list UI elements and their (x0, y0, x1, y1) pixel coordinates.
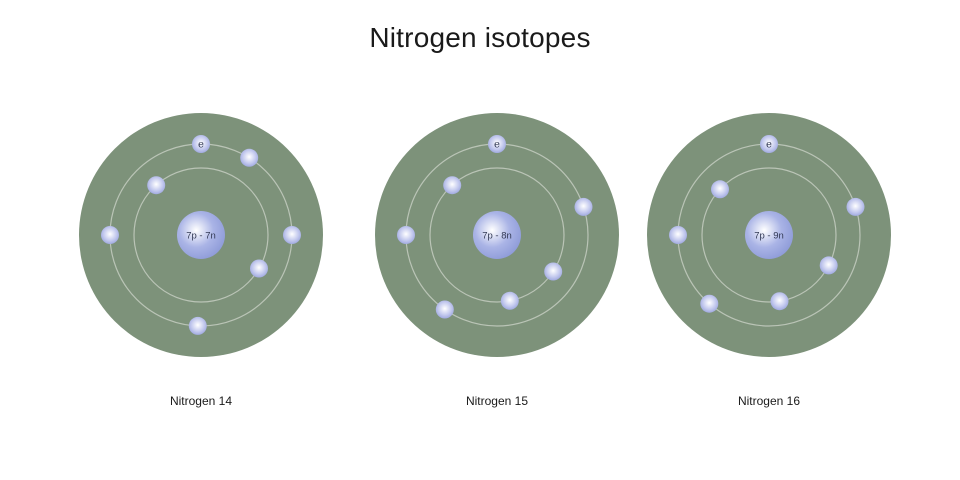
electron (819, 256, 838, 275)
electron (101, 226, 119, 244)
electron (488, 135, 506, 153)
electron (760, 135, 778, 153)
inner-orbit (133, 167, 269, 303)
electron (240, 148, 259, 167)
electron (188, 316, 207, 335)
atom-diagram: 7p - 9n e (647, 113, 891, 357)
nucleus (177, 211, 225, 259)
electron (147, 176, 166, 195)
electron (435, 300, 454, 319)
isotope-name: Nitrogen 16 (737, 394, 801, 408)
nucleus (745, 211, 793, 259)
electron (846, 197, 865, 216)
electron (250, 259, 268, 278)
nucleus-label: 7p - 7n (186, 231, 216, 242)
electron-symbol: e (766, 140, 772, 151)
isotope-name: Nitrogen 15 (465, 394, 529, 408)
electron (700, 294, 719, 313)
electron-symbol: e (494, 140, 500, 151)
page-title: Nitrogen isotopes (369, 22, 591, 53)
electron (192, 135, 210, 153)
isotope-name: Nitrogen 14 (169, 394, 233, 408)
electron (770, 292, 789, 311)
electron (397, 226, 415, 244)
atom-nitrogen-14: 7p - 7n e Nitrogen 14 (76, 110, 326, 410)
inner-orbit (701, 167, 837, 303)
electron (443, 176, 462, 195)
nucleus-label: 7p - 8n (482, 231, 512, 242)
nucleus-label: 7p - 9n (754, 231, 784, 242)
atom-nitrogen-16: 7p - 9n e Nitrogen 16 (644, 110, 894, 410)
atom-nitrogen-15: 7p - 8n e Nitrogen 15 (372, 110, 622, 410)
electron (283, 226, 301, 244)
nucleus (473, 211, 521, 259)
electron (669, 226, 687, 244)
electron (500, 291, 519, 310)
atom-diagram: 7p - 8n e (375, 113, 619, 357)
electron (544, 262, 563, 281)
electron (574, 197, 593, 216)
atom-diagram: 7p - 7n e (79, 113, 323, 357)
electron-symbol: e (198, 140, 204, 151)
inner-orbit (429, 167, 565, 303)
electron (711, 180, 729, 199)
